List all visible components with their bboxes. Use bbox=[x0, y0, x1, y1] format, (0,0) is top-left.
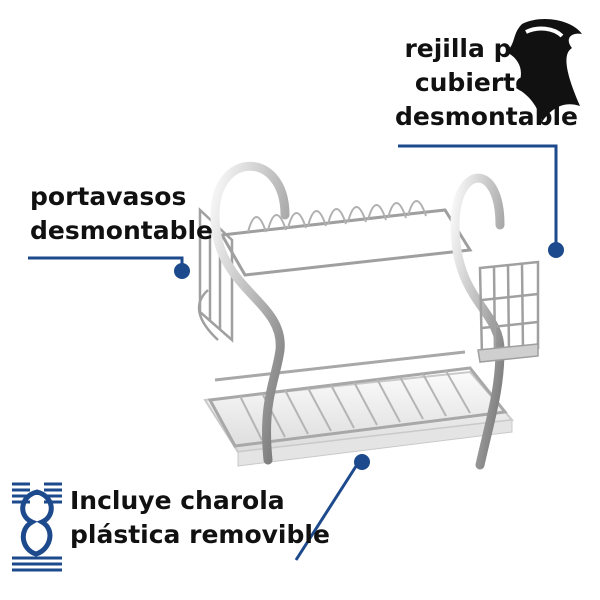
leader-tray bbox=[294, 459, 362, 561]
dish-rack bbox=[197, 161, 540, 470]
callout-plastic-tray: Incluye charola plástica removible bbox=[70, 484, 330, 552]
callout-cutlery-line3: desmontable bbox=[395, 102, 578, 131]
callout-cup-holder: portavasos desmontable bbox=[30, 180, 230, 248]
pretul-brand-icon bbox=[10, 478, 64, 574]
callout-tray-line2: plástica removible bbox=[70, 520, 330, 549]
callout-tray-line1: Incluye charola bbox=[70, 486, 285, 515]
callout-cups-line1: portavasos bbox=[30, 182, 187, 211]
callout-cutlery-line1: rejilla para bbox=[404, 34, 558, 63]
leader-cutlery bbox=[398, 144, 558, 250]
leader-dots bbox=[174, 242, 564, 470]
rooster-logo-icon bbox=[506, 19, 582, 122]
callout-cups-line2: desmontable bbox=[30, 216, 213, 245]
callout-cutlery-line2: cubiertos bbox=[414, 68, 548, 97]
callout-cutlery-holder: rejilla para cubiertos desmontable bbox=[395, 32, 578, 134]
leader-cups bbox=[28, 256, 184, 270]
